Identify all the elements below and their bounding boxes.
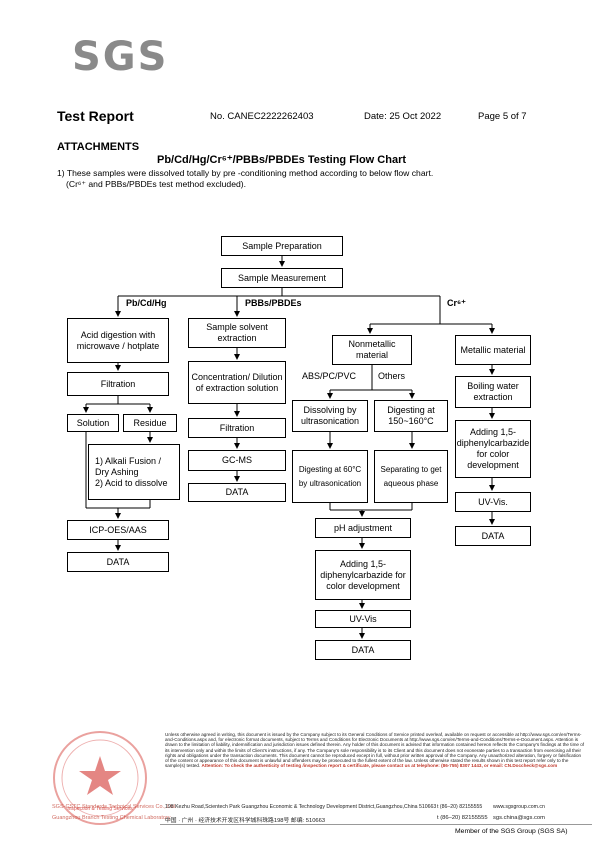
official-seal: Inspection & Testing Services <box>53 731 147 825</box>
adding-diphenylcarbazide-box-center: Adding 1,5-diphenylcarbazide for color d… <box>315 550 411 600</box>
adding-diphenylcarbazide-box-right: Adding 1,5-diphenylcarbazide for color d… <box>455 420 531 478</box>
metallic-material-box: Metallic material <box>455 335 531 365</box>
disclaimer-body: Unless otherwise agreed in writing, this… <box>165 732 585 769</box>
icp-oes-aas-box: ICP-OES/AAS <box>67 520 169 540</box>
report-title: Test Report <box>57 108 134 124</box>
note-line-1: 1) These samples were dissolved totally … <box>57 168 434 178</box>
uv-vis-box-right: UV-Vis. <box>455 492 531 512</box>
sgs-group-membership: Member of the SGS Group (SGS SA) <box>455 828 568 835</box>
footer-divider <box>160 824 592 825</box>
seal-company-line: SGS-CSTC Standards Technical Services Co… <box>52 804 177 810</box>
address-english: 198 Kezhu Road,Scientech Park Guangzhou … <box>165 804 437 810</box>
data-box-right: DATA <box>455 526 531 546</box>
alkali-step-2: 2) Acid to dissolve <box>95 477 168 488</box>
flow-chart-title: Pb/Cd/Hg/Cr⁶⁺/PBBs/PBDEs Testing Flow Ch… <box>157 154 407 166</box>
abs-pc-pvc-label: ABS/PC/PVC <box>302 371 357 381</box>
report-date: Date: 25 Oct 2022 <box>364 111 442 122</box>
alkali-step-1: 1) Alkali Fusion / Dry Ashing <box>95 455 162 477</box>
uv-vis-box-center: UV-Vis <box>315 610 411 628</box>
data-box-center: DATA <box>315 640 411 660</box>
filtration-box-2: Filtration <box>188 418 286 438</box>
report-number: No. CANEC2222262403 <box>210 111 314 122</box>
authenticity-notice: Attention: To check the authenticity of … <box>201 763 558 769</box>
address-chinese: 中国 · 广州 · 经济技术开发区科学城科珠路198号 邮编: 510663 <box>165 818 326 824</box>
email: sgs.china@sgs.com <box>493 815 545 821</box>
branch-label-pbbs-pbdes: PBBs/PBDEs <box>245 298 302 308</box>
section-heading: ATTACHMENTS <box>57 141 140 153</box>
sample-preparation-box: Sample Preparation <box>221 236 343 256</box>
branch-label-cr6: Cr⁶⁺ <box>447 298 466 308</box>
solution-box: Solution <box>67 414 119 432</box>
seal-lab-line: Guangzhou Branch Testing Chemical Labora… <box>52 815 171 821</box>
sample-measurement-box: Sample Measurement <box>221 268 343 288</box>
concentration-dilution-box: Concentration/ Dilution of extraction so… <box>188 361 286 404</box>
solvent-extraction-box: Sample solvent extraction <box>188 318 286 348</box>
data-box-2: DATA <box>188 483 286 502</box>
alkali-fusion-box: 1) Alkali Fusion / Dry Ashing 2) Acid to… <box>88 444 180 500</box>
residue-box: Residue <box>123 414 177 432</box>
seal-text: Inspection & Testing Services <box>67 806 133 812</box>
telephone-1: t (86–20) 82155555 <box>437 804 483 810</box>
digesting-60-box: Digesting at 60°C by ultrasonication <box>292 450 368 503</box>
note-line-2: (Cr⁶⁺ and PBBs/PBDEs test method exclude… <box>66 179 247 189</box>
acid-digestion-box: Acid digestion with microwave / hotplate <box>67 318 169 363</box>
separating-aqueous-box: Separating to get aqueous phase <box>374 450 448 503</box>
others-label: Others <box>378 371 406 381</box>
digesting-150-box: Digesting at 150~160°C <box>374 400 448 432</box>
nonmetallic-material-box: Nonmetallic material <box>332 335 412 365</box>
sgs-logo: SGS <box>72 34 169 80</box>
branch-label-pb-cd-hg: Pb/Cd/Hg <box>126 298 167 308</box>
disclaimer-text: Unless otherwise agreed in writing, this… <box>165 732 585 768</box>
telephone-2: t (86–20) 82155555 <box>437 815 488 821</box>
filtration-box-1: Filtration <box>67 372 169 396</box>
boiling-water-extraction-box: Boiling water extraction <box>455 376 531 408</box>
dissolving-ultrasonication-box: Dissolving by ultrasonication <box>292 400 368 432</box>
data-box-1: DATA <box>67 552 169 572</box>
ph-adjustment-box: pH adjustment <box>315 518 411 538</box>
page-number: Page 5 of 7 <box>478 111 527 122</box>
website: www.sgsgroup.com.cn <box>493 804 545 810</box>
gc-ms-box: GC-MS <box>188 450 286 471</box>
